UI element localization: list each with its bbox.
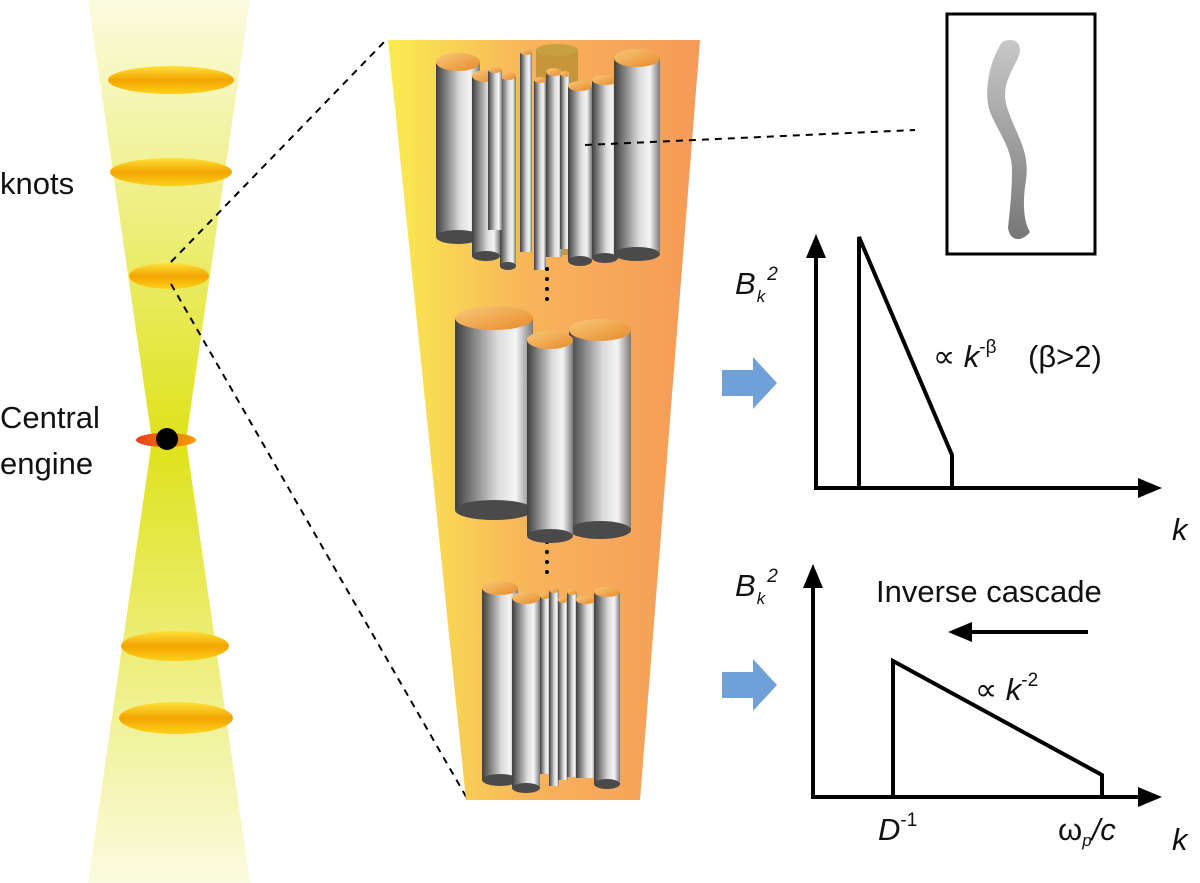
- tick-label-omega-p-over-c: ωp/c: [1058, 812, 1116, 850]
- inverse-cascade-label: Inverse cascade: [876, 574, 1102, 609]
- cylinder-group-middle: [455, 306, 631, 543]
- bottom-spectrum-curve: [891, 657, 1104, 797]
- central-engine-label-line1: Central: [0, 400, 100, 435]
- cylinder: [576, 596, 596, 778]
- inverse-cascade-arrowhead: [948, 622, 972, 642]
- blue-arrow-bottom: [722, 659, 777, 711]
- bottom-y-arrowhead: [803, 564, 823, 588]
- filament-shape: [987, 39, 1030, 240]
- cylinder: [540, 593, 550, 774]
- cylinder: [488, 67, 502, 230]
- jet: [88, 0, 250, 883]
- cylinder: [512, 592, 540, 793]
- cylinder: [614, 49, 660, 261]
- cylinder: [567, 589, 577, 777]
- tick-label-d-inverse: D-1: [878, 810, 917, 847]
- cylinder: [558, 597, 568, 780]
- knot-1: [108, 66, 234, 94]
- cylinder: [520, 49, 532, 252]
- spectrum-plot-top: Bk2 k ∝ k-β (β>2): [735, 234, 1189, 547]
- top-x-arrowhead: [1138, 478, 1162, 498]
- bottom-y-label: Bk2: [735, 566, 778, 608]
- cylinder: [455, 306, 533, 520]
- knot-4: [121, 631, 229, 661]
- top-y-label: Bk2: [735, 264, 778, 306]
- knots-label: knots: [0, 166, 74, 201]
- cylinder: [569, 319, 631, 539]
- bottom-x-arrowhead: [1138, 787, 1162, 807]
- knot-2: [110, 158, 232, 186]
- separator-dots-1: [545, 267, 549, 301]
- knot-5: [119, 702, 233, 734]
- cylinder-group-bottom: [482, 581, 620, 793]
- filament-inset: [945, 12, 1097, 256]
- central-engine-label-line2: engine: [0, 446, 93, 481]
- bottom-x-label: k: [1172, 822, 1189, 857]
- top-y-arrowhead: [806, 234, 826, 258]
- cylinder: [527, 331, 573, 543]
- black-hole: [156, 428, 178, 450]
- blue-arrow-top: [722, 357, 777, 409]
- top-x-label: k: [1172, 512, 1189, 547]
- bottom-slope-label: ∝ k-2: [975, 670, 1038, 707]
- top-slope-condition: (β>2): [1028, 339, 1102, 374]
- cylinder: [568, 81, 592, 266]
- cylinder: [594, 587, 620, 789]
- zoom-line-bottom: [170, 283, 469, 801]
- cylinder-group-top: [436, 44, 660, 270]
- spectrum-plot-bottom: Bk2 k ∝ k-2 Inverse cascade D-1 ωp/c: [735, 564, 1189, 857]
- top-spectrum-curve: [857, 236, 954, 488]
- cylinder: [549, 587, 559, 786]
- cylinder: [500, 72, 516, 270]
- cylinder: [546, 68, 562, 257]
- knot-3: [129, 263, 209, 289]
- cylinder: [592, 75, 618, 263]
- inset-pointer-line: [584, 129, 916, 146]
- cylinder: [534, 77, 546, 270]
- cylinder: [560, 71, 570, 249]
- top-slope-label: ∝ k-β: [933, 337, 997, 374]
